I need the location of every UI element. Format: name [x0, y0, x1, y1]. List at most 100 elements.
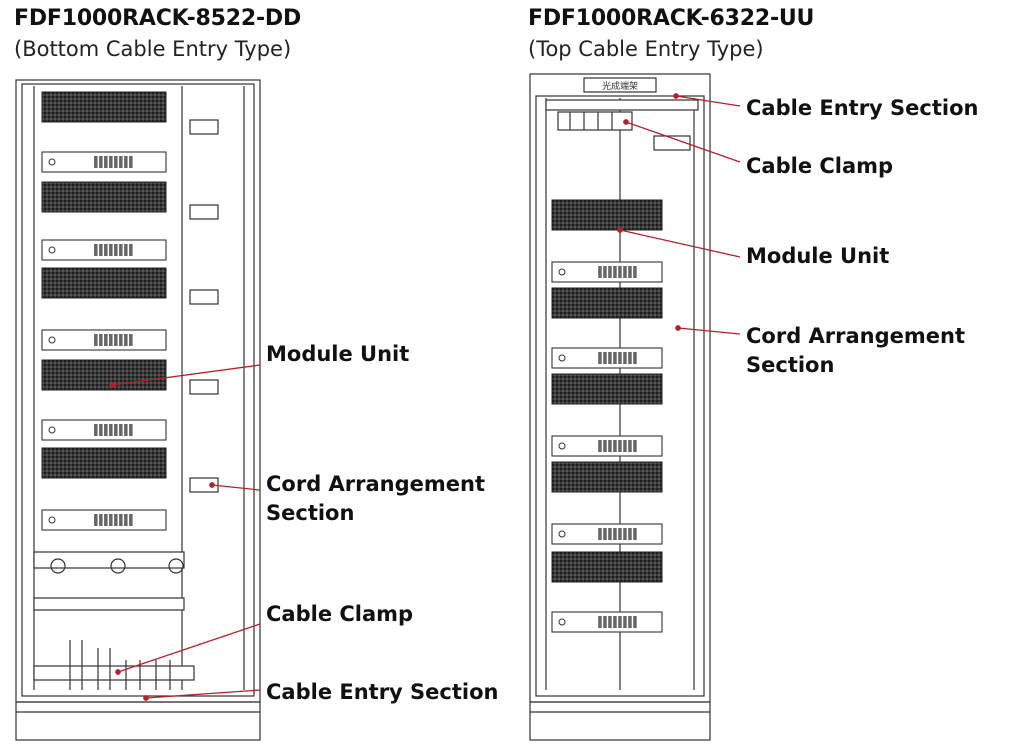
adapter — [623, 528, 627, 540]
adapter — [114, 514, 118, 526]
adapter — [608, 440, 612, 452]
adapter — [613, 528, 617, 540]
shelf — [551, 611, 663, 633]
adapter — [99, 334, 103, 346]
adapter — [119, 156, 123, 168]
shelf — [41, 151, 167, 173]
adapter — [628, 440, 632, 452]
adapter — [129, 424, 133, 436]
adapter — [114, 334, 118, 346]
adapter — [633, 440, 637, 452]
adapter — [94, 514, 98, 526]
adapter — [124, 334, 128, 346]
adapter — [114, 424, 118, 436]
left-label-cable-clamp: Cable Clamp — [266, 602, 414, 626]
right-name-plate — [583, 77, 657, 93]
leader-left-cord-arrangement — [211, 484, 261, 491]
screw — [558, 530, 566, 538]
module-mesh — [41, 91, 167, 123]
adapter — [99, 156, 103, 168]
adapter — [603, 440, 607, 452]
left-rack-base — [15, 701, 261, 741]
adapter — [613, 616, 617, 628]
module-mesh — [41, 181, 167, 213]
adapter — [618, 616, 622, 628]
adapter — [598, 616, 602, 628]
adapter — [109, 514, 113, 526]
leader-right-module-unit — [619, 229, 741, 258]
adapter — [613, 440, 617, 452]
right-plate-text: 光成端架 — [602, 80, 638, 92]
adapter — [598, 266, 602, 278]
adapter — [603, 352, 607, 364]
left-label-cable-entry: Cable Entry Section — [266, 680, 499, 704]
adapter — [603, 266, 607, 278]
shelf — [551, 261, 663, 283]
adapter — [623, 440, 627, 452]
module-mesh — [551, 373, 663, 405]
adapter — [109, 156, 113, 168]
module-mesh — [41, 359, 167, 391]
shelf — [41, 239, 167, 261]
adapter — [598, 528, 602, 540]
left-label-module-unit: Module Unit — [266, 342, 410, 366]
shelf — [551, 435, 663, 457]
shelf — [41, 509, 167, 531]
adapter — [598, 352, 602, 364]
adapter — [628, 352, 632, 364]
left-cord-brackets — [189, 119, 219, 493]
right-label-cable-entry: Cable Entry Section — [746, 96, 979, 120]
screw — [558, 268, 566, 276]
screw — [48, 246, 56, 254]
left-cable-clamp-bar — [33, 551, 195, 690]
adapter — [119, 514, 123, 526]
right-label-cord-arrangement-line1: Cord Arrangement — [746, 324, 966, 348]
adapter — [124, 424, 128, 436]
right-label-cord-arrangement-line2: Section — [746, 353, 835, 377]
right-rack-type: (Top Cable Entry Type) — [528, 37, 764, 61]
left-label-cord-arrangement: Cord Arrangement Section — [266, 470, 485, 528]
adapter — [109, 424, 113, 436]
adapter — [94, 424, 98, 436]
adapter — [104, 514, 108, 526]
adapter — [124, 244, 128, 256]
leader-left-cable-entry — [145, 689, 261, 699]
right-label-cable-clamp: Cable Clamp — [746, 154, 894, 178]
adapter — [94, 334, 98, 346]
adapter — [598, 440, 602, 452]
adapter — [104, 334, 108, 346]
adapter — [104, 156, 108, 168]
adapter — [603, 616, 607, 628]
leader-right-cord-arrangement — [677, 327, 741, 335]
adapter — [124, 514, 128, 526]
leader-right-cable-entry — [675, 95, 741, 107]
screw — [558, 618, 566, 626]
screw — [48, 336, 56, 344]
adapter — [618, 266, 622, 278]
leader-left-module-unit — [111, 364, 261, 386]
adapter — [104, 244, 108, 256]
right-rack-base — [529, 701, 711, 741]
right-label-module-unit: Module Unit — [746, 244, 890, 268]
adapter — [608, 616, 612, 628]
adapter — [618, 528, 622, 540]
adapter — [99, 424, 103, 436]
adapter — [623, 266, 627, 278]
adapter — [129, 244, 133, 256]
left-rack-model: FDF1000RACK-8522-DD — [14, 6, 302, 31]
adapter — [613, 352, 617, 364]
adapter — [618, 352, 622, 364]
left-label-cord-arrangement-line1: Cord Arrangement — [266, 472, 486, 496]
shelf — [551, 347, 663, 369]
adapter — [99, 514, 103, 526]
adapter — [608, 266, 612, 278]
module-mesh — [551, 199, 663, 231]
screw — [48, 426, 56, 434]
left-rack — [15, 79, 261, 741]
right-module-units — [551, 199, 663, 633]
adapter — [129, 334, 133, 346]
screw — [48, 158, 56, 166]
right-cable-entry-bar — [545, 99, 699, 111]
adapter — [633, 528, 637, 540]
